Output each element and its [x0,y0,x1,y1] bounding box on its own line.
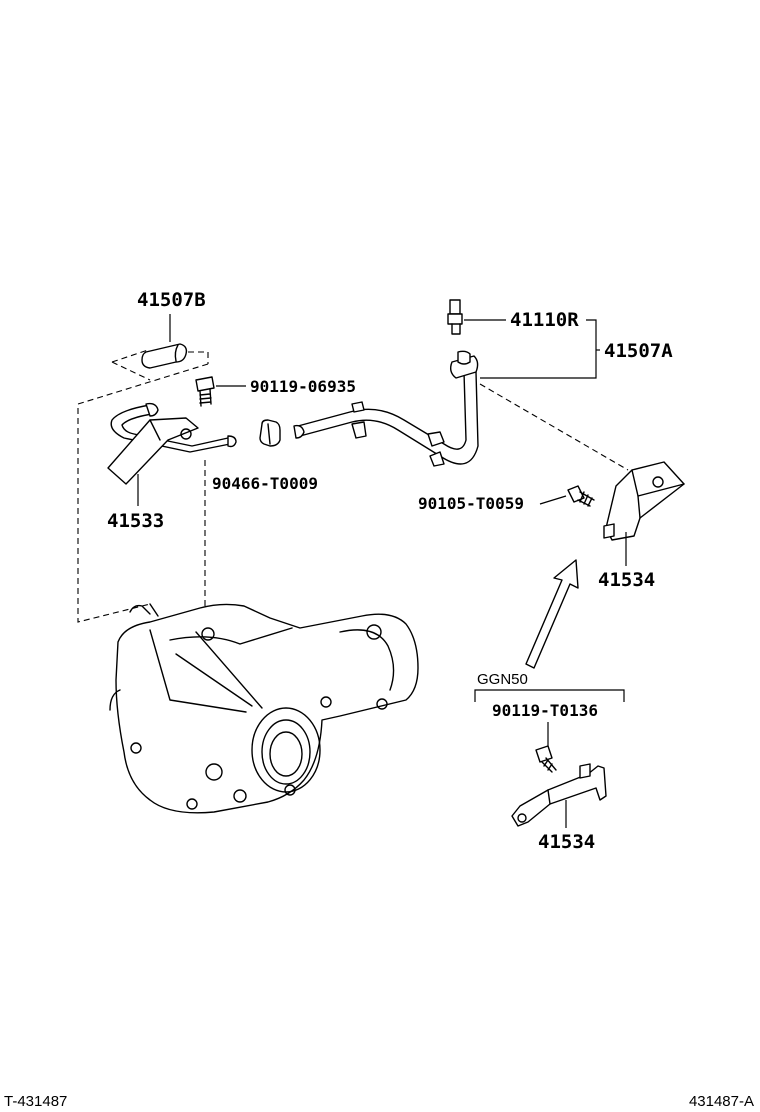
label-90466-t0009: 90466-T0009 [212,474,318,493]
label-90119-06935: 90119-06935 [250,377,356,396]
label-41110r: 41110R [510,309,579,331]
dash-guide [77,363,209,623]
bracket-41534-upper [603,461,685,541]
ggn50-group-bracket [474,689,625,702]
bracket-41534-lower [511,763,607,827]
tube-41507a [293,350,479,467]
bolt-90119-t0136 [535,745,557,773]
direction-arrow [525,559,579,669]
label-41507a: 41507A [604,340,673,362]
label-90119-t0136: 90119-T0136 [492,701,598,720]
dash-guide [188,351,209,364]
plug-41110r [447,299,463,335]
footer-right-code: 431487-A [689,1093,754,1110]
label-ggn50: GGN50 [477,671,528,688]
label-41534-upper: 41534 [598,569,655,591]
dash-guide [111,349,149,363]
dash-guide [111,361,151,381]
label-41533: 41533 [107,510,164,532]
hose-41507b [141,343,188,369]
transfer-case-housing [109,603,419,814]
clamp-90466-t0009 [259,419,281,447]
label-90105-t0059: 90105-T0059 [418,494,524,513]
label-41534-lower: 41534 [538,831,595,853]
leader-90105-t0059 [539,495,567,505]
leader-41507a [480,319,597,379]
bolt-90119-06935 [195,376,215,407]
footer-left-code: T-431487 [4,1093,67,1110]
bolt-90105-t0059 [567,485,595,507]
label-41507b: 41507B [137,289,206,311]
pipe-41533 [107,402,237,485]
dash-guide [479,383,629,471]
